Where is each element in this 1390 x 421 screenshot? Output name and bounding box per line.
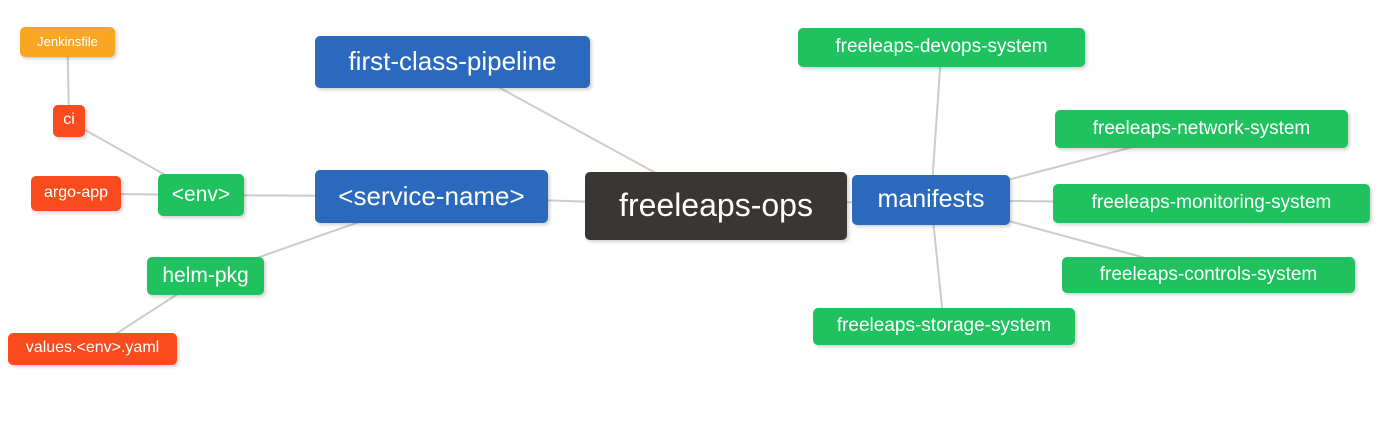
node-manifests[interactable]: manifests	[852, 175, 1010, 225]
node-service-name[interactable]: <service-name>	[315, 170, 548, 223]
node-freeleaps-devops-system[interactable]: freeleaps-devops-system	[798, 28, 1085, 67]
node-label: freeleaps-storage-system	[836, 315, 1052, 336]
node-label: first-class-pipeline	[348, 46, 557, 76]
node-freeleaps-controls-system[interactable]: freeleaps-controls-system	[1062, 257, 1355, 293]
node-label: freeleaps-monitoring-system	[1091, 192, 1332, 213]
node-first-class-pipeline[interactable]: first-class-pipeline	[315, 36, 590, 88]
node-label: argo-app	[43, 183, 109, 201]
node-label: freeleaps-network-system	[1092, 117, 1311, 139]
node-label: <env>	[171, 182, 231, 206]
node-argo-app[interactable]: argo-app	[31, 176, 121, 211]
node-label: manifests	[877, 184, 985, 213]
node-label: ci	[63, 111, 75, 128]
node-freeleaps-storage-system[interactable]: freeleaps-storage-system	[813, 308, 1075, 345]
node-freeleaps-ops[interactable]: freeleaps-ops	[585, 172, 847, 240]
node-env[interactable]: <env>	[158, 174, 244, 216]
node-helm-pkg[interactable]: helm-pkg	[147, 257, 264, 295]
node-label: values.<env>.yaml	[25, 339, 160, 356]
node-freeleaps-network-system[interactable]: freeleaps-network-system	[1055, 110, 1348, 148]
node-label: helm-pkg	[162, 263, 249, 287]
node-label: freeleaps-controls-system	[1099, 263, 1318, 285]
node-values-env-yaml[interactable]: values.<env>.yaml	[8, 333, 177, 365]
node-freeleaps-monitoring-system[interactable]: freeleaps-monitoring-system	[1053, 184, 1370, 223]
node-ci[interactable]: ci	[53, 105, 85, 137]
node-label: Jenkinsfile	[37, 33, 98, 49]
node-label: freeleaps-devops-system	[835, 36, 1048, 57]
node-label: freeleaps-ops	[619, 187, 813, 223]
node-label: <service-name>	[338, 180, 525, 211]
node-jenkinsfile[interactable]: Jenkinsfile	[20, 27, 115, 57]
edge-manifests--freeleaps-devops-system	[930, 47, 943, 201]
